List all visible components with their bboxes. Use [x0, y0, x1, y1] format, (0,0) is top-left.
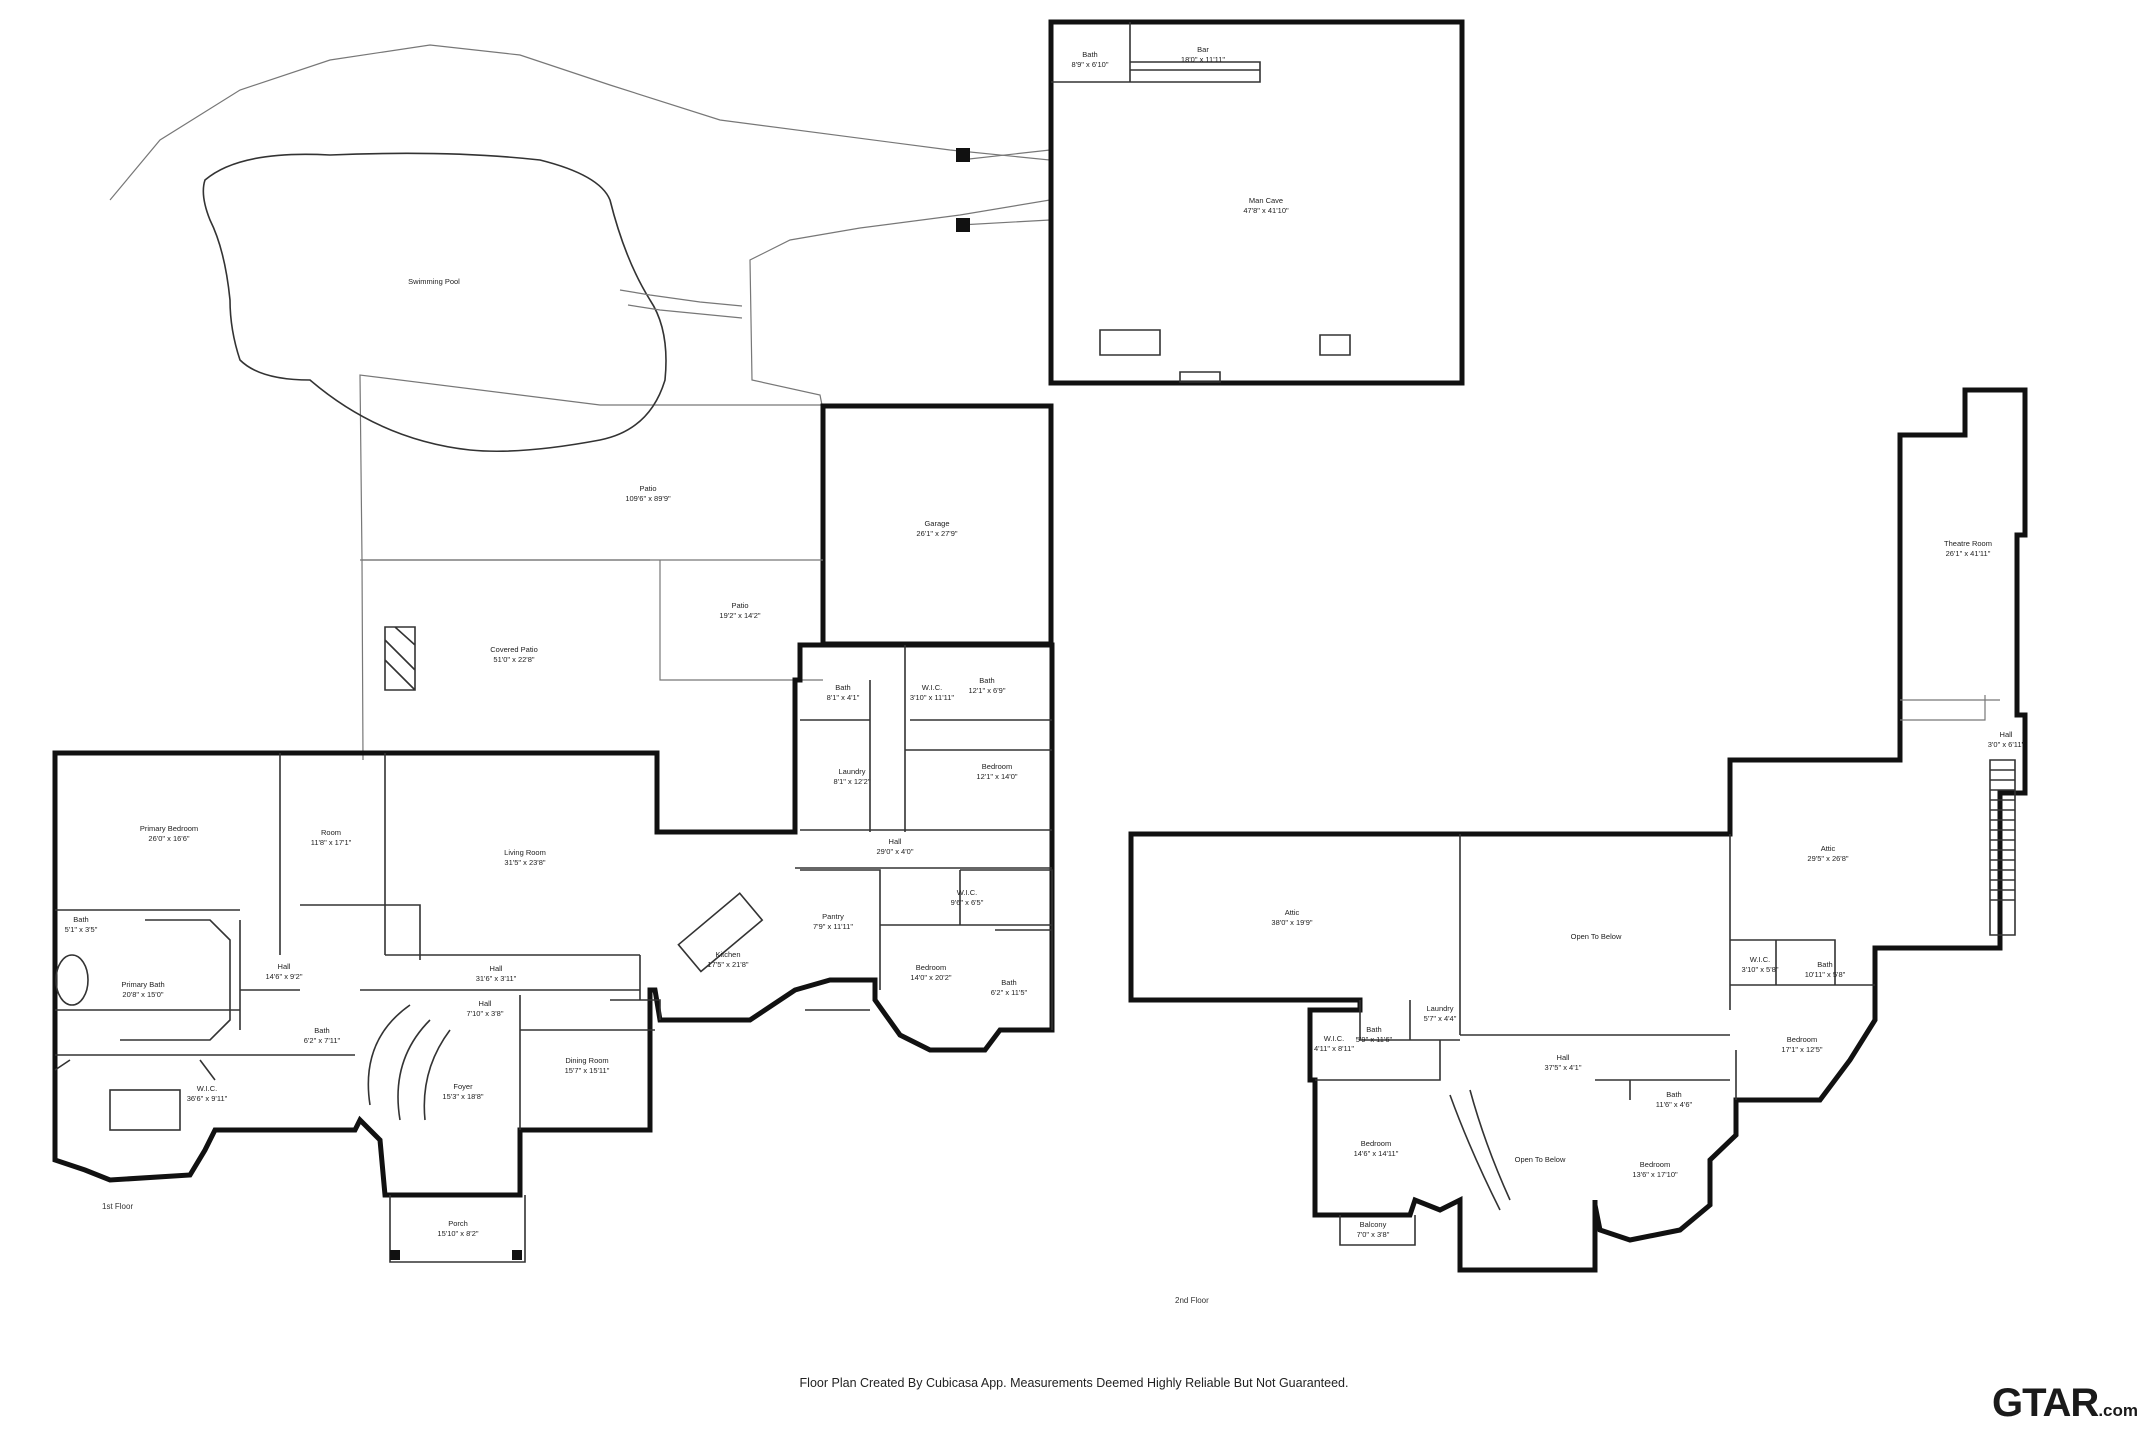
floor-label-second: 2nd Floor	[1175, 1296, 1209, 1305]
floor-label-first: 1st Floor	[102, 1202, 134, 1211]
room-label-wic-4: W.I.C.4'11" x 8'11"	[1313, 1034, 1355, 1053]
pillar	[956, 148, 970, 162]
disclaimer-footer: Floor Plan Created By Cubicasa App. Meas…	[799, 1376, 1349, 1390]
room-label-wic-2: W.I.C.3'10" x 11'11"	[909, 683, 955, 702]
room-label-wic-3: W.I.C.9'6" x 6'5"	[950, 888, 984, 907]
room-label-swimming-pool: Swimming Pool	[408, 277, 460, 286]
mancave-walls	[1048, 19, 1465, 386]
room-label-open-to-below-1: Open To Below	[1570, 932, 1622, 941]
room-label-open-to-below-2: Open To Below	[1514, 1155, 1566, 1164]
patio-boundary	[109, 44, 1051, 761]
gtar-logo: GTAR.com	[1991, 1381, 2138, 1425]
first-floor-exterior	[52, 642, 1055, 1198]
mancave-walkway	[959, 149, 1051, 226]
swimming-pool-outline	[202, 152, 667, 453]
second-floor-exterior	[1128, 387, 2028, 1273]
room-label-wic-5: W.I.C.3'10" x 5'8"	[1741, 955, 1779, 974]
room-label-wic-primary: W.I.C.36'6" x 9'11"	[186, 1084, 228, 1103]
pillar	[956, 218, 970, 232]
pool-walkway	[619, 289, 743, 319]
